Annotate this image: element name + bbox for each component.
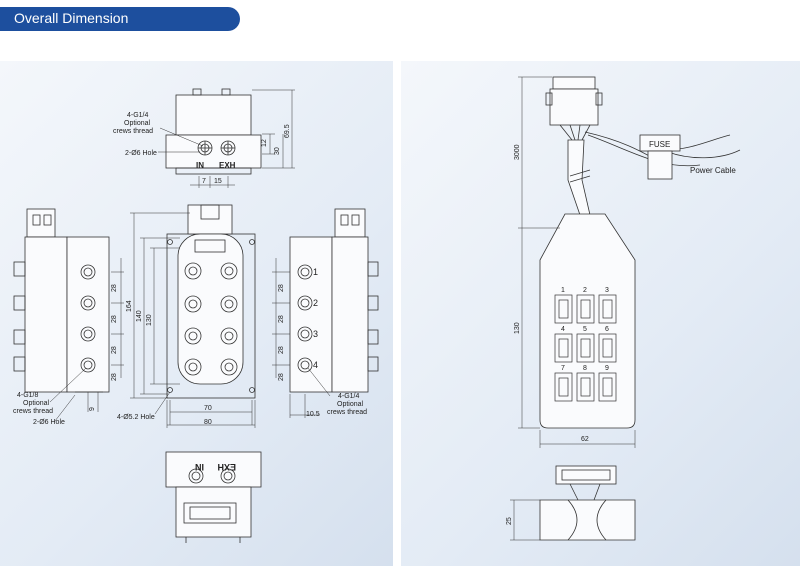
front-dim-140: 140 — [136, 310, 143, 322]
right-dim-2: 28 — [278, 315, 285, 323]
right-dim-1: 28 — [278, 284, 285, 292]
top-dim-69-5: 69.5 — [284, 124, 291, 138]
left-thread-label-2: Optional — [23, 400, 50, 407]
right-port-1: 1 — [313, 267, 318, 277]
left-thread-label-1: 4-G1/8 — [17, 392, 39, 399]
front-dim-70: 70 — [204, 405, 212, 412]
remote-button-number-2: 2 — [583, 287, 587, 294]
top-thread-label-1: 4-G1/4 — [127, 112, 149, 119]
top-hole-label: 2-Ø6 Hole — [125, 150, 157, 157]
section-title-bar: Overall Dimension — [0, 7, 240, 31]
top-port-in: IN — [196, 161, 204, 170]
front-dim-130: 130 — [146, 314, 153, 326]
top-dim-7: 7 — [202, 178, 206, 185]
right-dim-4: 28 — [278, 373, 285, 381]
right-port-3: 3 — [313, 329, 318, 339]
left-dim-1: 28 — [111, 284, 118, 292]
remote-dim-3000: 3000 — [514, 144, 521, 160]
top-port-exh: EXH — [219, 161, 236, 170]
left-thread-label-3: crews thread — [13, 408, 53, 415]
bottom-view — [165, 451, 262, 543]
remote-button-number-9: 9 — [605, 365, 609, 372]
top-dim-12: 12 — [261, 139, 268, 147]
remote-dimension-lines — [510, 76, 636, 541]
right-side-view — [272, 208, 379, 418]
top-dim-30: 30 — [274, 147, 281, 155]
remote-button-number-1: 1 — [561, 287, 565, 294]
right-dim-10-5: 10.5 — [306, 411, 320, 418]
top-dim-15: 15 — [214, 178, 222, 185]
front-dim-80: 80 — [204, 419, 212, 426]
power-cable-label: Power Cable — [690, 166, 736, 175]
left-side-view — [13, 208, 124, 422]
remote-dim-25: 25 — [506, 517, 513, 525]
fuse-box — [639, 134, 681, 180]
remote-button-number-5: 5 — [583, 326, 587, 333]
right-dim-3: 28 — [278, 346, 285, 354]
remote-bottom-view — [539, 465, 636, 541]
remote-button-number-3: 3 — [605, 287, 609, 294]
remote-button-number-7: 7 — [561, 365, 565, 372]
front-ports — [184, 262, 238, 376]
front-dim-164: 164 — [126, 300, 133, 312]
right-thread-label-3: crews thread — [327, 409, 367, 416]
remote-connector — [545, 76, 603, 141]
front-view — [130, 204, 256, 428]
bottom-port-exh: EXH — [217, 462, 236, 472]
top-thread-label-2: Optional — [124, 120, 151, 127]
remote-button-number-4: 4 — [561, 326, 565, 333]
remote-button-number-8: 8 — [583, 365, 587, 372]
left-dim-3: 28 — [111, 346, 118, 354]
bottom-port-in: IN — [195, 462, 204, 472]
right-port-2: 2 — [313, 298, 318, 308]
remote-button-number-6: 6 — [605, 326, 609, 333]
left-dim-9: 9 — [89, 407, 96, 411]
top-thread-label-3: crews thread — [113, 128, 153, 135]
left-dim-2: 28 — [111, 315, 118, 323]
remote-handset — [539, 213, 636, 429]
right-thread-label-2: Optional — [337, 401, 364, 408]
fuse-label: FUSE — [649, 140, 670, 149]
remote-dim-130: 130 — [514, 322, 521, 334]
front-hole-label: 4-Ø5.2 Hole — [117, 414, 155, 421]
right-thread-label-1: 4-G1/4 — [338, 393, 360, 400]
left-dim-4: 28 — [111, 373, 118, 381]
right-port-4: 4 — [313, 360, 318, 370]
remote-dim-62: 62 — [581, 436, 589, 443]
section-title: Overall Dimension — [14, 10, 129, 26]
top-view — [158, 88, 295, 188]
left-hole-label: 2-Ø6 Hole — [33, 419, 65, 426]
remote-buttons — [554, 294, 617, 402]
